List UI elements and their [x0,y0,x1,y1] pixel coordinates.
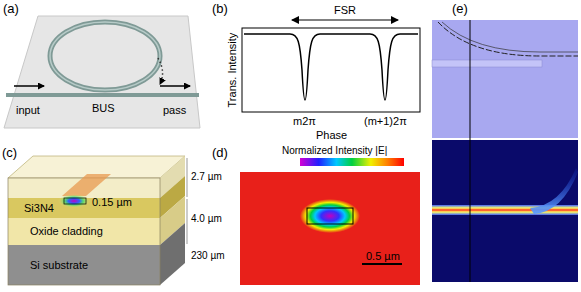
input-arrow [14,85,44,87]
ring-segment [438,22,578,56]
substrate-layer [8,245,160,285]
mode-spot [58,194,90,208]
port-label: input [16,104,40,116]
panel-label: (c) [2,146,17,160]
plot-frame [242,28,420,112]
panel-label: (a) [3,2,19,16]
layer-label: Si substrate [30,259,88,271]
dim-line [187,199,188,244]
dimension-label: FSR [334,4,356,16]
bus-waveguide [6,93,199,97]
sim-bottom [432,140,578,282]
panel-label: (e) [452,2,468,16]
monitor-line [470,20,471,282]
dimension-label: 230 µm [191,250,225,261]
oxide-layer [8,218,160,245]
colorbar-label: Normalized Intensity |E| [282,145,387,156]
field-map [240,172,420,285]
ring-resonator [50,22,160,90]
bus-segment [432,60,542,67]
waveguide-label: BUS [92,102,115,114]
tick-label: (m+1)2π [364,115,407,127]
chip-slab [4,16,200,128]
axis-label: Phase [316,129,347,141]
fsr-arrow [292,20,398,21]
dimension-label: 2.7 µm [191,171,222,182]
pass-arrow [160,85,190,87]
bus-field [432,205,578,215]
scale-bar [362,263,402,265]
waveguide-bar [62,174,111,196]
transmission-curve [244,34,418,100]
ring-highlight [50,22,160,90]
core-outline [307,208,353,224]
sim-top [432,20,578,138]
axis-label: Trans. Intensity [226,33,238,108]
mode-profile [300,199,360,233]
colorbar [300,158,404,166]
side-substrate [160,223,185,285]
coupling-arrow [158,58,163,84]
panel-label: (d) [212,146,228,160]
ring-field [530,168,578,214]
port-label: pass [163,104,186,116]
scale-label: 0.5 µm [366,250,400,262]
ring-segment [442,22,578,52]
layer-label: Oxide cladding [30,225,103,237]
layer-label: Si3N4 [24,202,54,214]
tick-label: m2π [293,115,316,127]
dimension-label: 0.15 µm [92,196,132,208]
dim-line [187,158,188,197]
panel-label: (b) [212,2,228,16]
core-outline [64,198,86,204]
dimension-label: 4.0 µm [191,213,222,224]
